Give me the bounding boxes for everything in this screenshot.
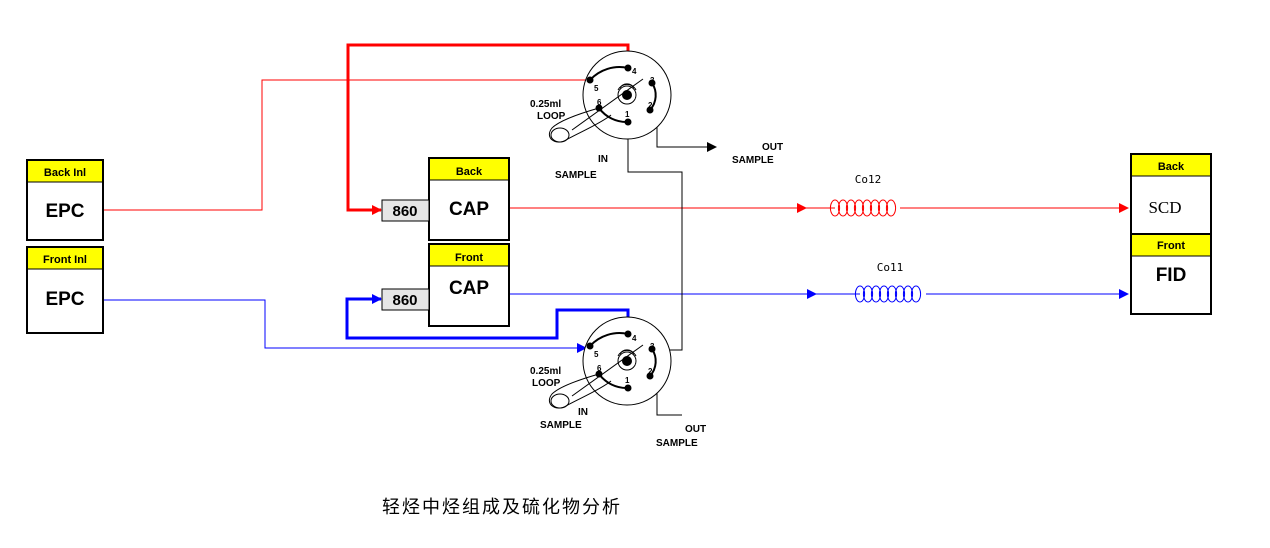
- back-detector-header: Back: [1158, 161, 1185, 173]
- back-cap-inlet[interactable]: Back CAP: [428, 157, 510, 241]
- top-port-3: 3: [650, 76, 655, 85]
- top-port-1: 1: [625, 110, 630, 119]
- scd-label: SCD: [1148, 198, 1181, 217]
- front-inlet-epc[interactable]: Front Inl EPC: [26, 246, 104, 334]
- top-port-4: 4: [632, 67, 637, 76]
- front-epc-label: EPC: [45, 289, 84, 310]
- top-in-sample-label: SAMPLE: [555, 170, 597, 181]
- front-cap-label: CAP: [449, 278, 489, 299]
- front-detector-fid[interactable]: Front FID: [1130, 233, 1212, 315]
- front-pressure-box[interactable]: 860: [381, 288, 430, 311]
- fid-label: FID: [1156, 265, 1187, 286]
- top-port-2: 2: [648, 101, 653, 110]
- back-inlet-header: Back Inl: [44, 167, 86, 179]
- bottom-six-port-valve[interactable]: 4 3 2 1 6 5 0.25ml LOOP IN SAMPLE OUT SA…: [530, 316, 706, 449]
- top-out-label: OUT: [762, 142, 783, 153]
- back-pressure-box[interactable]: 860: [381, 199, 430, 222]
- back-epc-label: EPC: [45, 201, 84, 222]
- front-carrier-flow: [104, 289, 1129, 353]
- front-cap-header: Front: [455, 252, 483, 264]
- bottom-out-sample-label: SAMPLE: [656, 438, 698, 449]
- column-1-coil: Co11: [854, 261, 922, 303]
- bottom-in-sample-label: SAMPLE: [540, 420, 582, 431]
- top-port-6: 6: [597, 98, 602, 107]
- bottom-out-label: OUT: [685, 424, 706, 435]
- column-2-coil: Co12: [829, 173, 897, 217]
- bottom-port-2: 2: [648, 367, 653, 376]
- back-cap-header: Back: [456, 166, 483, 178]
- top-port-5: 5: [594, 84, 599, 93]
- column-1-label: Co11: [877, 261, 904, 274]
- bottom-port-6: 6: [597, 364, 602, 373]
- front-cap-inlet[interactable]: Front CAP: [428, 243, 510, 327]
- top-six-port-valve[interactable]: 4 3 2 1 6 5 0.25ml LOOP IN SAMPLE OUT SA…: [530, 50, 783, 181]
- back-pressure-value: 860: [392, 203, 417, 220]
- column-2-label: Co12: [855, 173, 882, 186]
- top-out-sample-label: SAMPLE: [732, 155, 774, 166]
- top-loop-volume: 0.25ml: [530, 99, 561, 110]
- top-in-label: IN: [598, 154, 608, 165]
- back-inlet-epc[interactable]: Back Inl EPC: [26, 159, 104, 241]
- bottom-loop-label: LOOP: [532, 378, 561, 389]
- bottom-port-1: 1: [625, 376, 630, 385]
- bottom-port-5: 5: [594, 350, 599, 359]
- bottom-port-4: 4: [632, 334, 637, 343]
- bottom-loop-volume: 0.25ml: [530, 366, 561, 377]
- top-loop-label: LOOP: [537, 111, 566, 122]
- diagram-caption: 轻烃中烃组成及硫化物分析: [382, 497, 622, 517]
- back-detector-scd[interactable]: Back SCD: [1130, 153, 1212, 235]
- bottom-port-3: 3: [650, 342, 655, 351]
- bottom-in-label: IN: [578, 407, 588, 418]
- front-detector-header: Front: [1157, 240, 1185, 252]
- front-pressure-value: 860: [392, 292, 417, 309]
- front-inlet-header: Front Inl: [43, 254, 87, 266]
- back-cap-label: CAP: [449, 199, 489, 220]
